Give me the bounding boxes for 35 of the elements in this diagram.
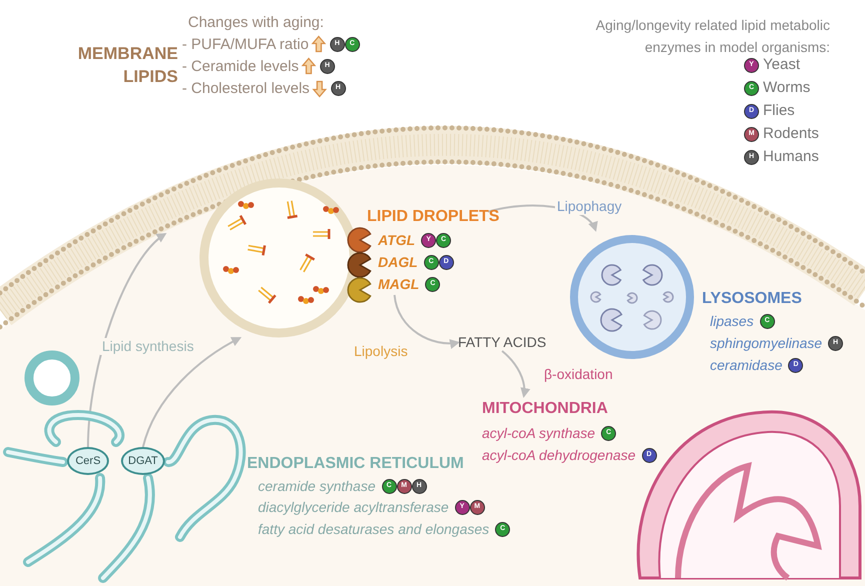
organelle-heading: LIPID DROPLETS xyxy=(367,208,500,225)
enzyme-name: sphingomyelinase xyxy=(710,335,822,352)
arrow xyxy=(142,337,242,448)
metabolite-label: FATTY ACIDS xyxy=(458,334,546,351)
change-item: - Cholesterol levels xyxy=(182,80,310,97)
arrow xyxy=(87,232,167,448)
enzyme-name: DAGL xyxy=(378,254,418,271)
enzyme-name: ATGL xyxy=(378,232,416,249)
enzyme-name: fatty acid desaturases and elongases xyxy=(258,521,490,538)
subheading: Changes with aging: xyxy=(188,14,324,31)
edge-label: Lipid synthesis xyxy=(100,338,196,355)
arrow xyxy=(501,350,530,398)
enzyme-name: lipases xyxy=(710,313,754,330)
organelle-heading: MITOCHONDRIA xyxy=(482,400,608,417)
change-item: - Ceramide levels xyxy=(182,58,299,75)
enzyme-name: ceramide synthase xyxy=(258,478,376,495)
legend-label: Worms xyxy=(763,79,810,96)
legend-title: Aging/longevity related lipid metabolic enzymes in model organisms: xyxy=(594,16,830,57)
section-heading: MEMBRANE LIPIDS xyxy=(76,43,178,88)
organelle-heading: LYSOSOMES xyxy=(702,290,802,307)
edge-label: Lipophagy xyxy=(555,198,624,215)
edge-label: β-oxidation xyxy=(542,366,615,383)
legend-label: Humans xyxy=(763,148,819,165)
enzyme-name: ceramidase xyxy=(710,357,782,374)
legend-label: Rodents xyxy=(763,125,819,142)
enzyme-name: MAGL xyxy=(378,276,420,293)
edge-label: Lipolysis xyxy=(352,343,410,360)
legend-label: Flies xyxy=(763,102,795,119)
change-item: - PUFA/MUFA ratio xyxy=(182,36,309,53)
legend-label: Yeast xyxy=(763,56,800,73)
arrow xyxy=(394,294,460,348)
enzyme-name: acyl-coA synthase xyxy=(482,425,596,442)
organelle-heading: ENDOPLASMIC RETICULUM xyxy=(247,455,464,472)
enzyme-name: diacylglyceride acyltransferase xyxy=(258,499,449,516)
enzyme-name: acyl-coA dehydrogenase xyxy=(482,447,636,464)
